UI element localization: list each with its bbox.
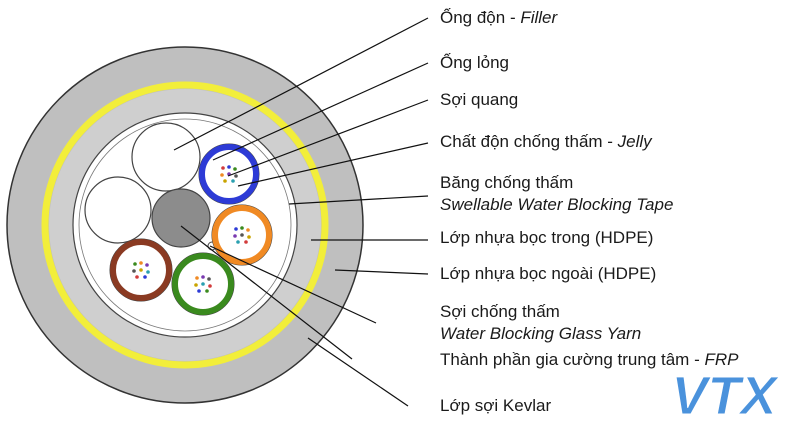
label-kevlar: Lớp sợi Kevlar: [440, 396, 552, 415]
label-tape-en: Swellable Water Blocking Tape: [440, 195, 674, 214]
fiber-dot: [132, 269, 136, 273]
fiber-dot: [233, 167, 237, 171]
fibers: [132, 165, 251, 293]
vtx-logo-text: VTX: [671, 366, 779, 422]
fiber-dot: [244, 240, 248, 244]
fiber-dot: [133, 262, 137, 266]
fiber-dot: [227, 165, 231, 169]
fiber-dot: [220, 173, 224, 177]
fiber-dot: [201, 282, 205, 286]
fiber-dot: [240, 226, 244, 230]
label-yarn-vi: Sợi chống thấm: [440, 302, 560, 321]
filler-2: [84, 176, 152, 244]
fiber-dot: [195, 276, 199, 280]
fiber-dot: [201, 275, 205, 279]
fiber-dot: [146, 270, 150, 274]
fiber-dot: [205, 289, 209, 293]
label-tape-vi: Băng chống thấm: [440, 173, 574, 192]
label-jelly: Chất độn chống thấm - Jelly: [440, 132, 652, 151]
label-outer-sheath: Lớp nhựa bọc ngoài (HDPE): [440, 264, 657, 283]
fiber-dot: [234, 174, 238, 178]
fiber-dot: [221, 166, 225, 170]
vtx-logo: VTX: [671, 366, 780, 422]
fiber-dot: [247, 235, 251, 239]
fiber-dot: [223, 179, 227, 183]
fiber-dot: [135, 275, 139, 279]
fiber-dot: [143, 275, 147, 279]
fiber-dot: [240, 233, 244, 237]
fiber-dot: [233, 234, 237, 238]
label-frp: Thành phần gia cường trung tâm - FRP: [440, 350, 739, 369]
fiber-dot: [139, 268, 143, 272]
filler-1: [131, 122, 201, 192]
fiber-dot: [208, 284, 212, 288]
label-inner-sheath: Lớp nhựa bọc trong (HDPE): [440, 228, 654, 247]
kevlar-layer: [41, 81, 329, 369]
fiber-dot: [246, 228, 250, 232]
fiber-dot: [139, 261, 143, 265]
label-filler: Ống độn - Filler: [440, 8, 558, 27]
fiber-dot: [234, 227, 238, 231]
fiber-dot: [194, 283, 198, 287]
fiber-dot: [236, 240, 240, 244]
fiber-dot: [197, 289, 201, 293]
leader-lines: [173, 17, 429, 407]
label-loose-tube: Ống lỏng: [440, 53, 509, 72]
label-fiber: Sợi quang: [440, 90, 519, 109]
fiber-dot: [207, 277, 211, 281]
fiber-dot: [231, 179, 235, 183]
label-yarn-en: Water Blocking Glass Yarn: [440, 324, 642, 343]
central-frp: [151, 188, 211, 248]
fiber-dot: [145, 263, 149, 267]
